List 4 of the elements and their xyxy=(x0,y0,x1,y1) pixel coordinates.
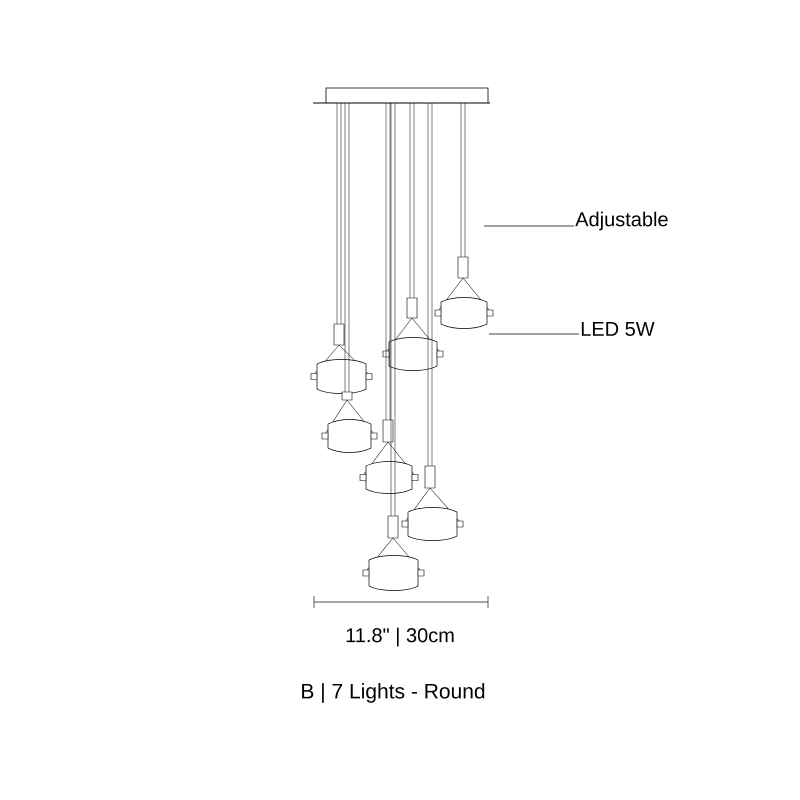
callout-text: Adjustable xyxy=(575,212,668,230)
callout-text: LED 5W xyxy=(582,322,655,336)
dimension-label: 11.8" | 30cm xyxy=(346,628,454,646)
caption: B | 7 Lights - Round xyxy=(302,683,484,703)
